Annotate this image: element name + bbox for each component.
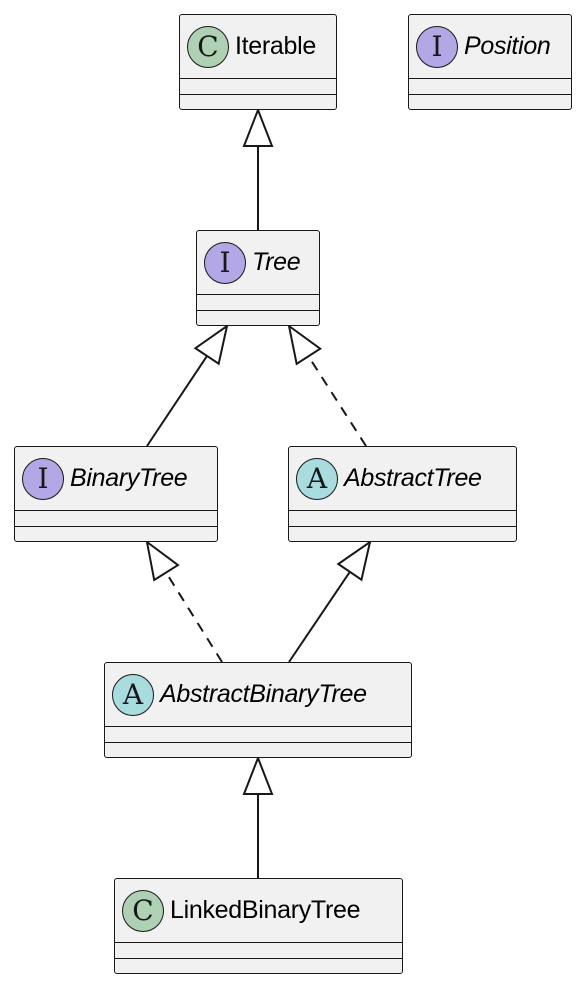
interface-stereotype-icon: I: [416, 25, 458, 68]
class-name: AbstractTree: [344, 464, 482, 492]
class-iterable[interactable]: C Iterable: [179, 14, 337, 110]
abstract-stereotype-icon: A: [112, 673, 154, 716]
interface-stereotype-icon: I: [22, 457, 64, 500]
class-name: BinaryTree: [70, 464, 188, 492]
abstract-stereotype-icon: A: [296, 457, 338, 500]
class-linkedbinarytree[interactable]: C LinkedBinaryTree: [114, 878, 403, 974]
class-position[interactable]: I Position: [408, 14, 572, 110]
edge-abstractbinarytree-to-binarytree: [165, 571, 223, 663]
edge-binarytree-to-tree: [146, 355, 208, 447]
interface-stereotype-icon: I: [204, 241, 246, 284]
class-name: AbstractBinaryTree: [160, 680, 367, 708]
inheritance-arrowhead-icon: [336, 539, 372, 582]
inheritance-arrowhead-icon: [287, 323, 322, 366]
class-name: LinkedBinaryTree: [170, 896, 361, 924]
inheritance-arrowhead-icon: [242, 107, 274, 147]
class-tree[interactable]: I Tree: [196, 230, 320, 326]
inheritance-arrowhead-icon: [193, 323, 229, 366]
inheritance-arrowhead-icon: [242, 755, 274, 795]
class-name: Position: [464, 32, 551, 60]
class-name: Iterable: [235, 32, 316, 60]
class-stereotype-icon: C: [187, 25, 229, 68]
class-abstractbinarytree[interactable]: A AbstractBinaryTree: [104, 662, 412, 758]
class-abstracttree[interactable]: A AbstractTree: [288, 446, 517, 542]
inheritance-arrowhead-icon: [145, 539, 180, 582]
edge-abstractbinarytree-to-abstracttree: [288, 571, 351, 663]
class-binarytree[interactable]: I BinaryTree: [14, 446, 218, 542]
class-name: Tree: [252, 248, 301, 276]
class-stereotype-icon: C: [122, 889, 164, 932]
edge-abstracttree-to-tree: [307, 355, 367, 447]
